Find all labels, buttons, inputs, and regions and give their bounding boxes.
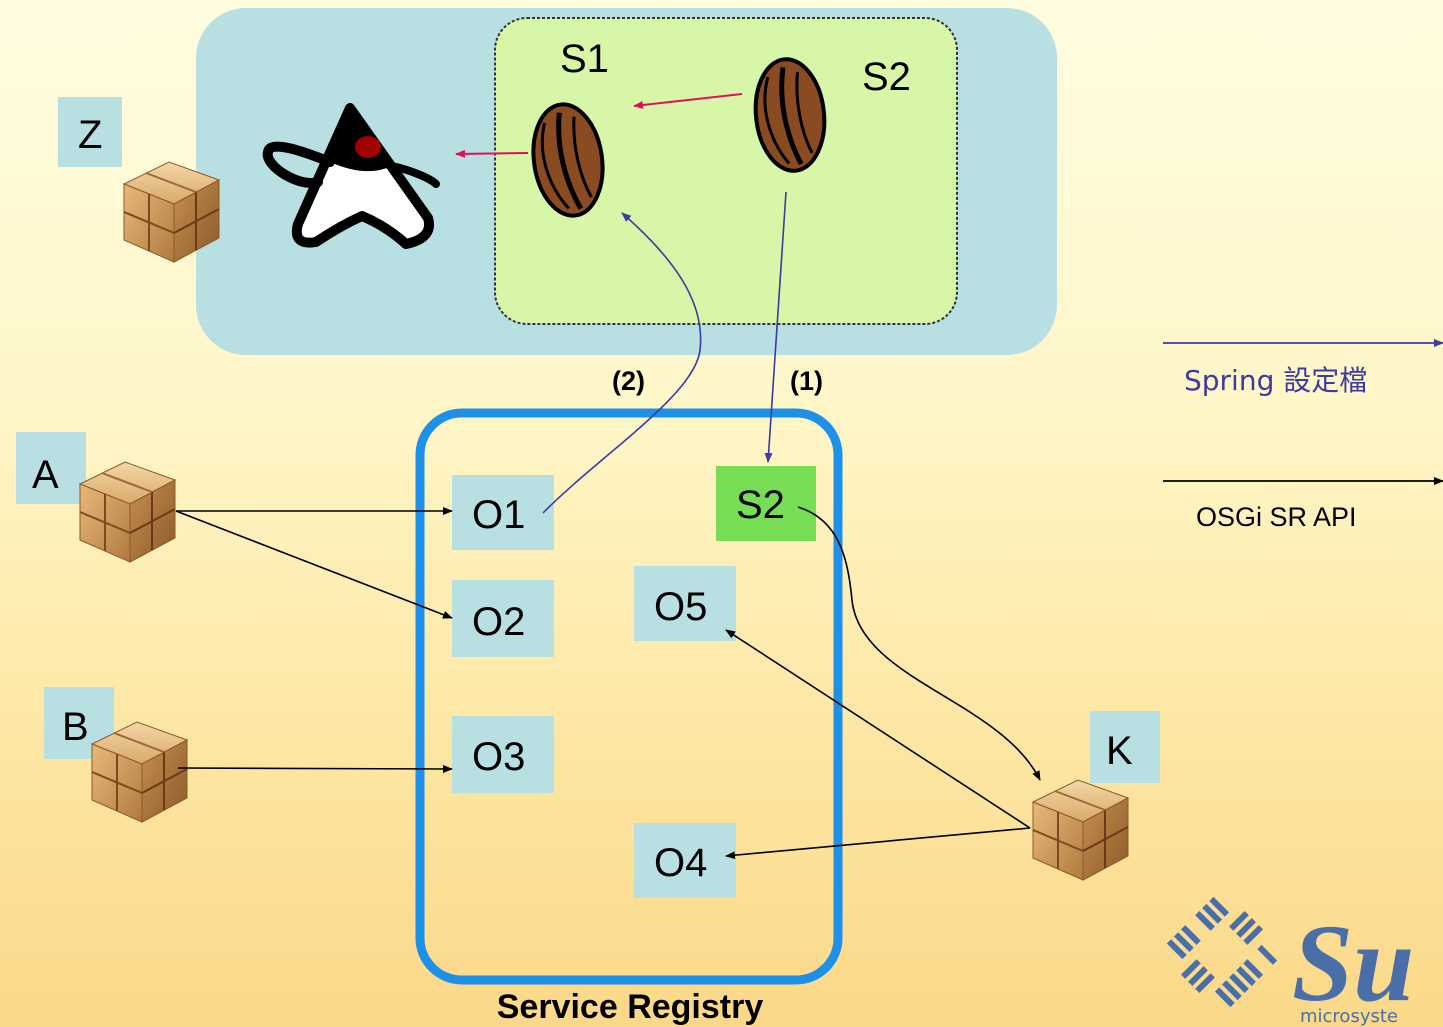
registry-entry-o1-label: O1 [472,493,525,537]
spring-context-panel [494,17,958,325]
registry-entry-o4 [634,823,736,898]
inject-s2-into-s1-arrow [633,93,743,109]
sun-microsystems-logo: Su microsyste [1166,896,1414,1027]
service-registry-title: Service Registry [497,988,764,1026]
registry-entry-o5 [634,566,736,641]
step-1-label: (1) [790,366,823,396]
registry-entry-s2-published [716,466,816,541]
k-to-o4-arrow [725,827,1031,860]
spring-export-arrow [764,191,787,463]
step-2-label: (2) [612,366,645,396]
bean-s1-label: S1 [560,37,609,81]
registry-entry-o3 [452,716,554,793]
package-box-icon [79,461,176,563]
registry-entry-o2-label: O2 [472,600,525,644]
spring-import-arrow [542,212,702,514]
legend-osgi-label: OSGi SR API [1196,502,1357,532]
bundle-a-label-box [16,432,86,504]
package-box-icon [1032,779,1129,881]
package-box-icon [91,721,188,823]
a-to-o2-arrow [175,510,453,619]
bean-s2-label: S2 [862,55,911,99]
java-duke-icon [262,103,440,249]
svg-text:Su: Su [1292,902,1414,1024]
registry-entry-o1 [452,475,554,550]
bundle-a-label: A [32,453,59,497]
bundle-k-label-box [1090,711,1160,783]
registry-entry-o4-label: O4 [654,841,707,885]
bundle-z-label-box [58,97,122,167]
registry-entry-s2-label: S2 [736,483,785,527]
b-to-o3-arrow [177,764,453,773]
registry-entry-o2 [452,580,554,657]
k-lookup-s2-arrow [797,506,1041,781]
k-to-o5-arrow [725,629,1031,829]
bundle-b-label: B [62,705,89,749]
service-registry-frame [415,408,843,985]
bundle-z-label: Z [78,113,102,157]
svg-text:microsyste: microsyste [1300,1006,1398,1027]
registry-entry-o3-label: O3 [472,735,525,779]
legend-spring-label: Spring 設定檔 [1184,364,1367,397]
registry-entry-o5-label: O5 [654,585,707,629]
bundle-k-label: K [1106,729,1133,773]
inject-s1-into-duke-arrow [455,149,529,158]
